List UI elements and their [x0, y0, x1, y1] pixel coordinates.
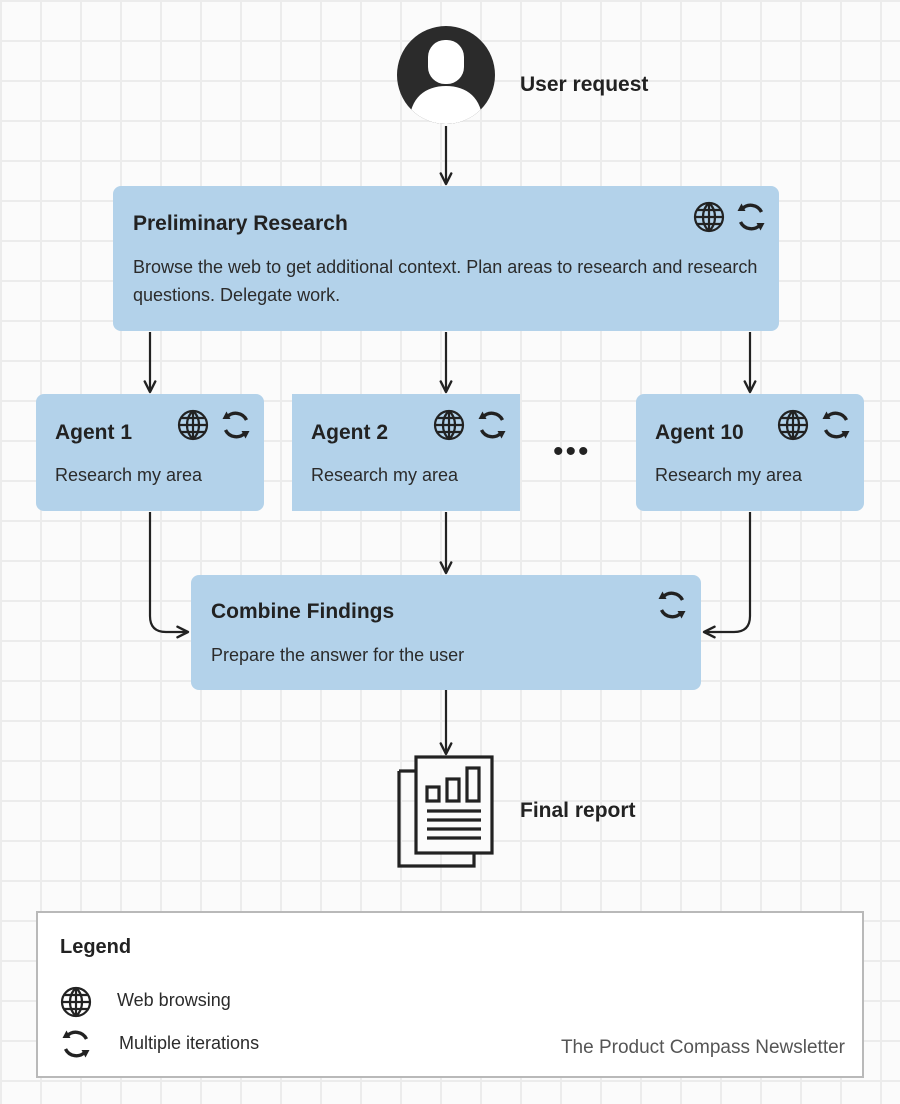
cycle-icon: [656, 589, 688, 621]
agent-title: Agent 1: [55, 421, 133, 444]
cycle-icon: [220, 409, 252, 441]
combine-findings-title: Combine Findings: [211, 600, 395, 623]
final-report-label: Final report: [520, 799, 636, 822]
agent-title: Agent 2: [311, 421, 389, 444]
legend-label-web-browsing: Web browsing: [117, 990, 231, 1010]
preliminary-research-title: Preliminary Research: [133, 212, 348, 235]
agent-text: Research my area: [311, 465, 459, 485]
agent-title: Agent 10: [655, 421, 744, 444]
arrow-agent-1-to-combine: [148, 512, 190, 639]
agent-1-box: Agent 1 Research my area: [36, 394, 264, 511]
globe-icon: [777, 409, 809, 441]
globe-icon: [177, 409, 209, 441]
globe-icon: [60, 986, 92, 1018]
combine-findings-box: Combine Findings Prepare the answer for …: [191, 575, 701, 690]
cycle-icon: [820, 409, 852, 441]
legend-label-multiple-iterations: Multiple iterations: [119, 1033, 260, 1053]
cycle-icon: [735, 201, 767, 233]
user-request-label: User request: [520, 73, 649, 96]
agent-2-box: Agent 2 Research my area: [292, 394, 520, 511]
legend-panel: Legend Web browsing Multiple iterations …: [36, 911, 864, 1078]
agent-text: Research my area: [655, 465, 803, 485]
globe-icon: [433, 409, 465, 441]
globe-icon: [693, 201, 725, 233]
cycle-icon: [60, 1028, 92, 1060]
agent-text: Research my area: [55, 465, 203, 485]
preliminary-research-box: Preliminary Research Browse the web to g…: [113, 186, 779, 331]
more-agents-ellipsis: •••: [553, 435, 591, 468]
cycle-icon: [476, 409, 508, 441]
preliminary-research-text: Browse the web to get additional context…: [133, 257, 758, 305]
arrow-agent-10-to-combine: [702, 512, 752, 639]
combine-findings-text: Prepare the answer for the user: [211, 645, 465, 665]
credit-text: The Product Compass Newsletter: [560, 1037, 845, 1058]
legend-title: Legend: [60, 936, 132, 958]
agent-10-box: Agent 10 Research my area: [636, 394, 864, 511]
user-icon: [397, 26, 495, 124]
report-icon: [396, 754, 496, 870]
